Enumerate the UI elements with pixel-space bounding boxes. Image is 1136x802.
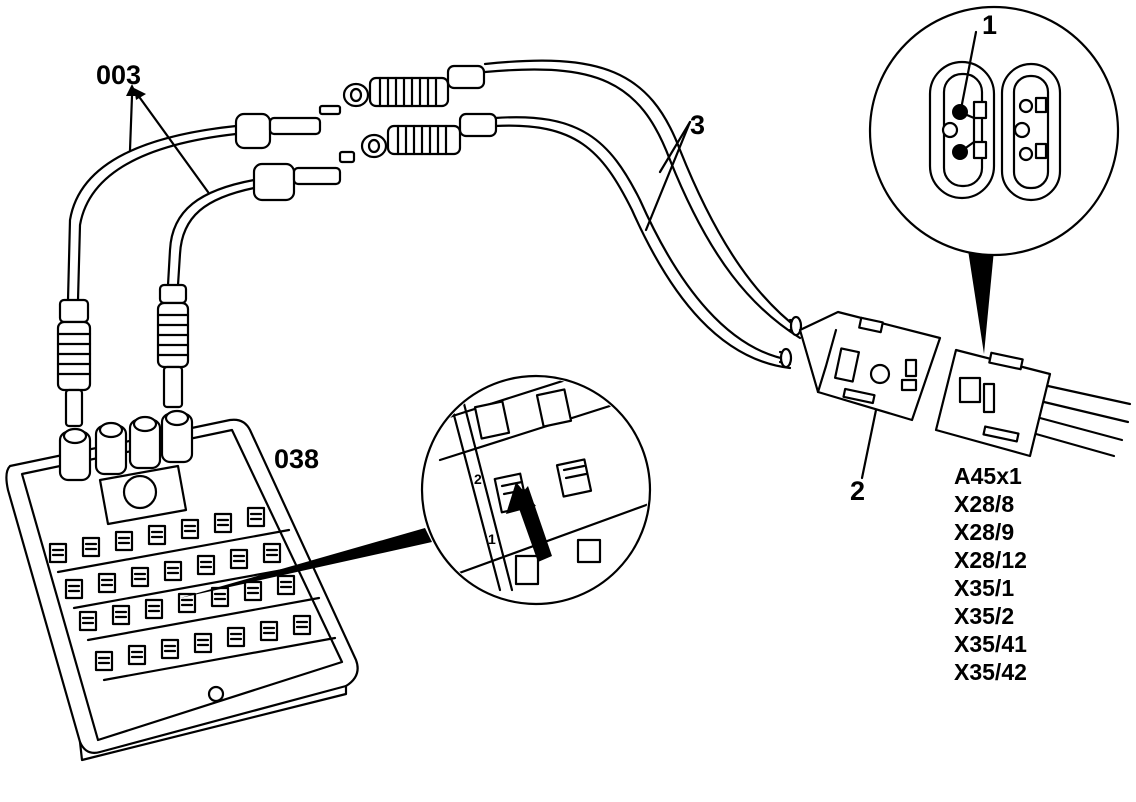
box-socket-contact xyxy=(97,656,111,665)
connector-code: X35/2 xyxy=(954,603,1014,629)
box-socket xyxy=(213,512,233,534)
box-socket xyxy=(130,566,150,588)
box-socket-contact xyxy=(150,530,164,539)
callout-3: 3 xyxy=(690,110,705,140)
box-socket-contact xyxy=(265,548,279,557)
box-row-divider xyxy=(72,564,307,610)
box-sockets xyxy=(58,409,194,482)
callout-003: 003 xyxy=(96,60,141,90)
box-socket-contact xyxy=(199,560,213,569)
box-socket xyxy=(259,620,279,642)
box-socket-contact xyxy=(279,580,293,589)
callout-2: 2 xyxy=(850,476,865,506)
box-socket-contact xyxy=(133,572,147,581)
adapter-plug-left-vertical xyxy=(56,298,92,428)
box-socket-grid xyxy=(48,506,337,682)
box-socket xyxy=(147,524,167,546)
box-socket-contact xyxy=(229,632,243,641)
box-socket-contact xyxy=(216,518,230,527)
box-socket xyxy=(163,560,183,582)
connector-code: X28/9 xyxy=(954,519,1014,545)
box-socket-contact xyxy=(166,566,180,575)
box-socket xyxy=(48,542,68,564)
connector-code: X35/1 xyxy=(954,575,1014,601)
box-socket-contact xyxy=(147,604,161,613)
box-row-divider xyxy=(86,596,321,642)
adapter-cables xyxy=(66,84,256,302)
connector-assembly xyxy=(778,310,1132,480)
adapter-plug-lower xyxy=(252,150,356,202)
box-socket-contact xyxy=(163,644,177,653)
box-socket-contact xyxy=(114,610,128,619)
box-socket xyxy=(94,650,114,672)
box-socket-contact xyxy=(196,638,210,647)
box-socket-contact xyxy=(81,616,95,625)
box-socket-contact xyxy=(117,536,131,545)
box-socket-contact xyxy=(246,586,260,595)
box-socket xyxy=(160,638,180,660)
banana-plug-lower xyxy=(360,112,498,159)
adapter-plug-upper xyxy=(234,104,342,150)
box-socket-contact xyxy=(130,650,144,659)
box-socket-contact xyxy=(183,524,197,533)
box-socket xyxy=(292,614,312,636)
connector-code: X35/42 xyxy=(954,659,1027,685)
box-socket xyxy=(78,610,98,632)
box-socket xyxy=(180,518,200,540)
box-socket-contact xyxy=(51,548,65,557)
adapter-plug-right-vertical xyxy=(156,283,190,409)
zoom-pin-label-2: 2 xyxy=(474,471,482,487)
box-socket-contact xyxy=(100,578,114,587)
box-socket xyxy=(193,632,213,654)
box-socket xyxy=(144,598,164,620)
box-socket-contact xyxy=(67,584,81,593)
box-socket xyxy=(64,578,84,600)
box-socket-contact xyxy=(249,512,263,521)
connector-face-right xyxy=(1000,62,1062,202)
banana-plug-upper xyxy=(342,64,486,108)
box-socket xyxy=(127,644,147,666)
box-socket xyxy=(229,548,249,570)
box-indicator-hole xyxy=(207,685,225,703)
zoom-detail-box: 2 1 xyxy=(180,374,652,606)
box-socket xyxy=(246,506,266,528)
box-socket xyxy=(97,572,117,594)
box-row-divider xyxy=(56,528,291,574)
box-socket xyxy=(81,536,101,558)
connector-code: A45x1 xyxy=(954,463,1022,489)
box-socket xyxy=(114,530,134,552)
connector-face-left xyxy=(928,60,996,200)
box-socket xyxy=(196,554,216,576)
callout-038: 038 xyxy=(274,444,319,474)
box-socket xyxy=(226,626,246,648)
breakout-box xyxy=(5,409,359,762)
box-rotary-switch xyxy=(98,464,188,526)
connector-code: X28/12 xyxy=(954,547,1027,573)
box-socket xyxy=(243,580,263,602)
box-socket-contact xyxy=(262,626,276,635)
box-socket xyxy=(210,586,230,608)
box-socket xyxy=(111,604,131,626)
box-row-divider xyxy=(102,636,337,682)
zoom-detail-connector xyxy=(868,5,1120,354)
box-socket-contact xyxy=(232,554,246,563)
box-socket xyxy=(177,592,197,614)
test-lead-cables xyxy=(483,59,802,370)
box-socket-contact xyxy=(84,542,98,551)
box-socket-contact xyxy=(180,598,194,607)
box-socket-contact xyxy=(295,620,309,629)
callout-1: 1 xyxy=(982,10,997,40)
connector-code-list: A45x1 X28/8 X28/9 X28/12 X35/1 X35/2 X35… xyxy=(954,463,1027,685)
box-socket xyxy=(276,574,296,596)
zoom-pin-label-1: 1 xyxy=(488,531,496,547)
connector-code: X35/41 xyxy=(954,631,1027,657)
box-socket-contact xyxy=(213,592,227,601)
connector-code: X28/8 xyxy=(954,491,1014,517)
box-socket xyxy=(262,542,282,564)
